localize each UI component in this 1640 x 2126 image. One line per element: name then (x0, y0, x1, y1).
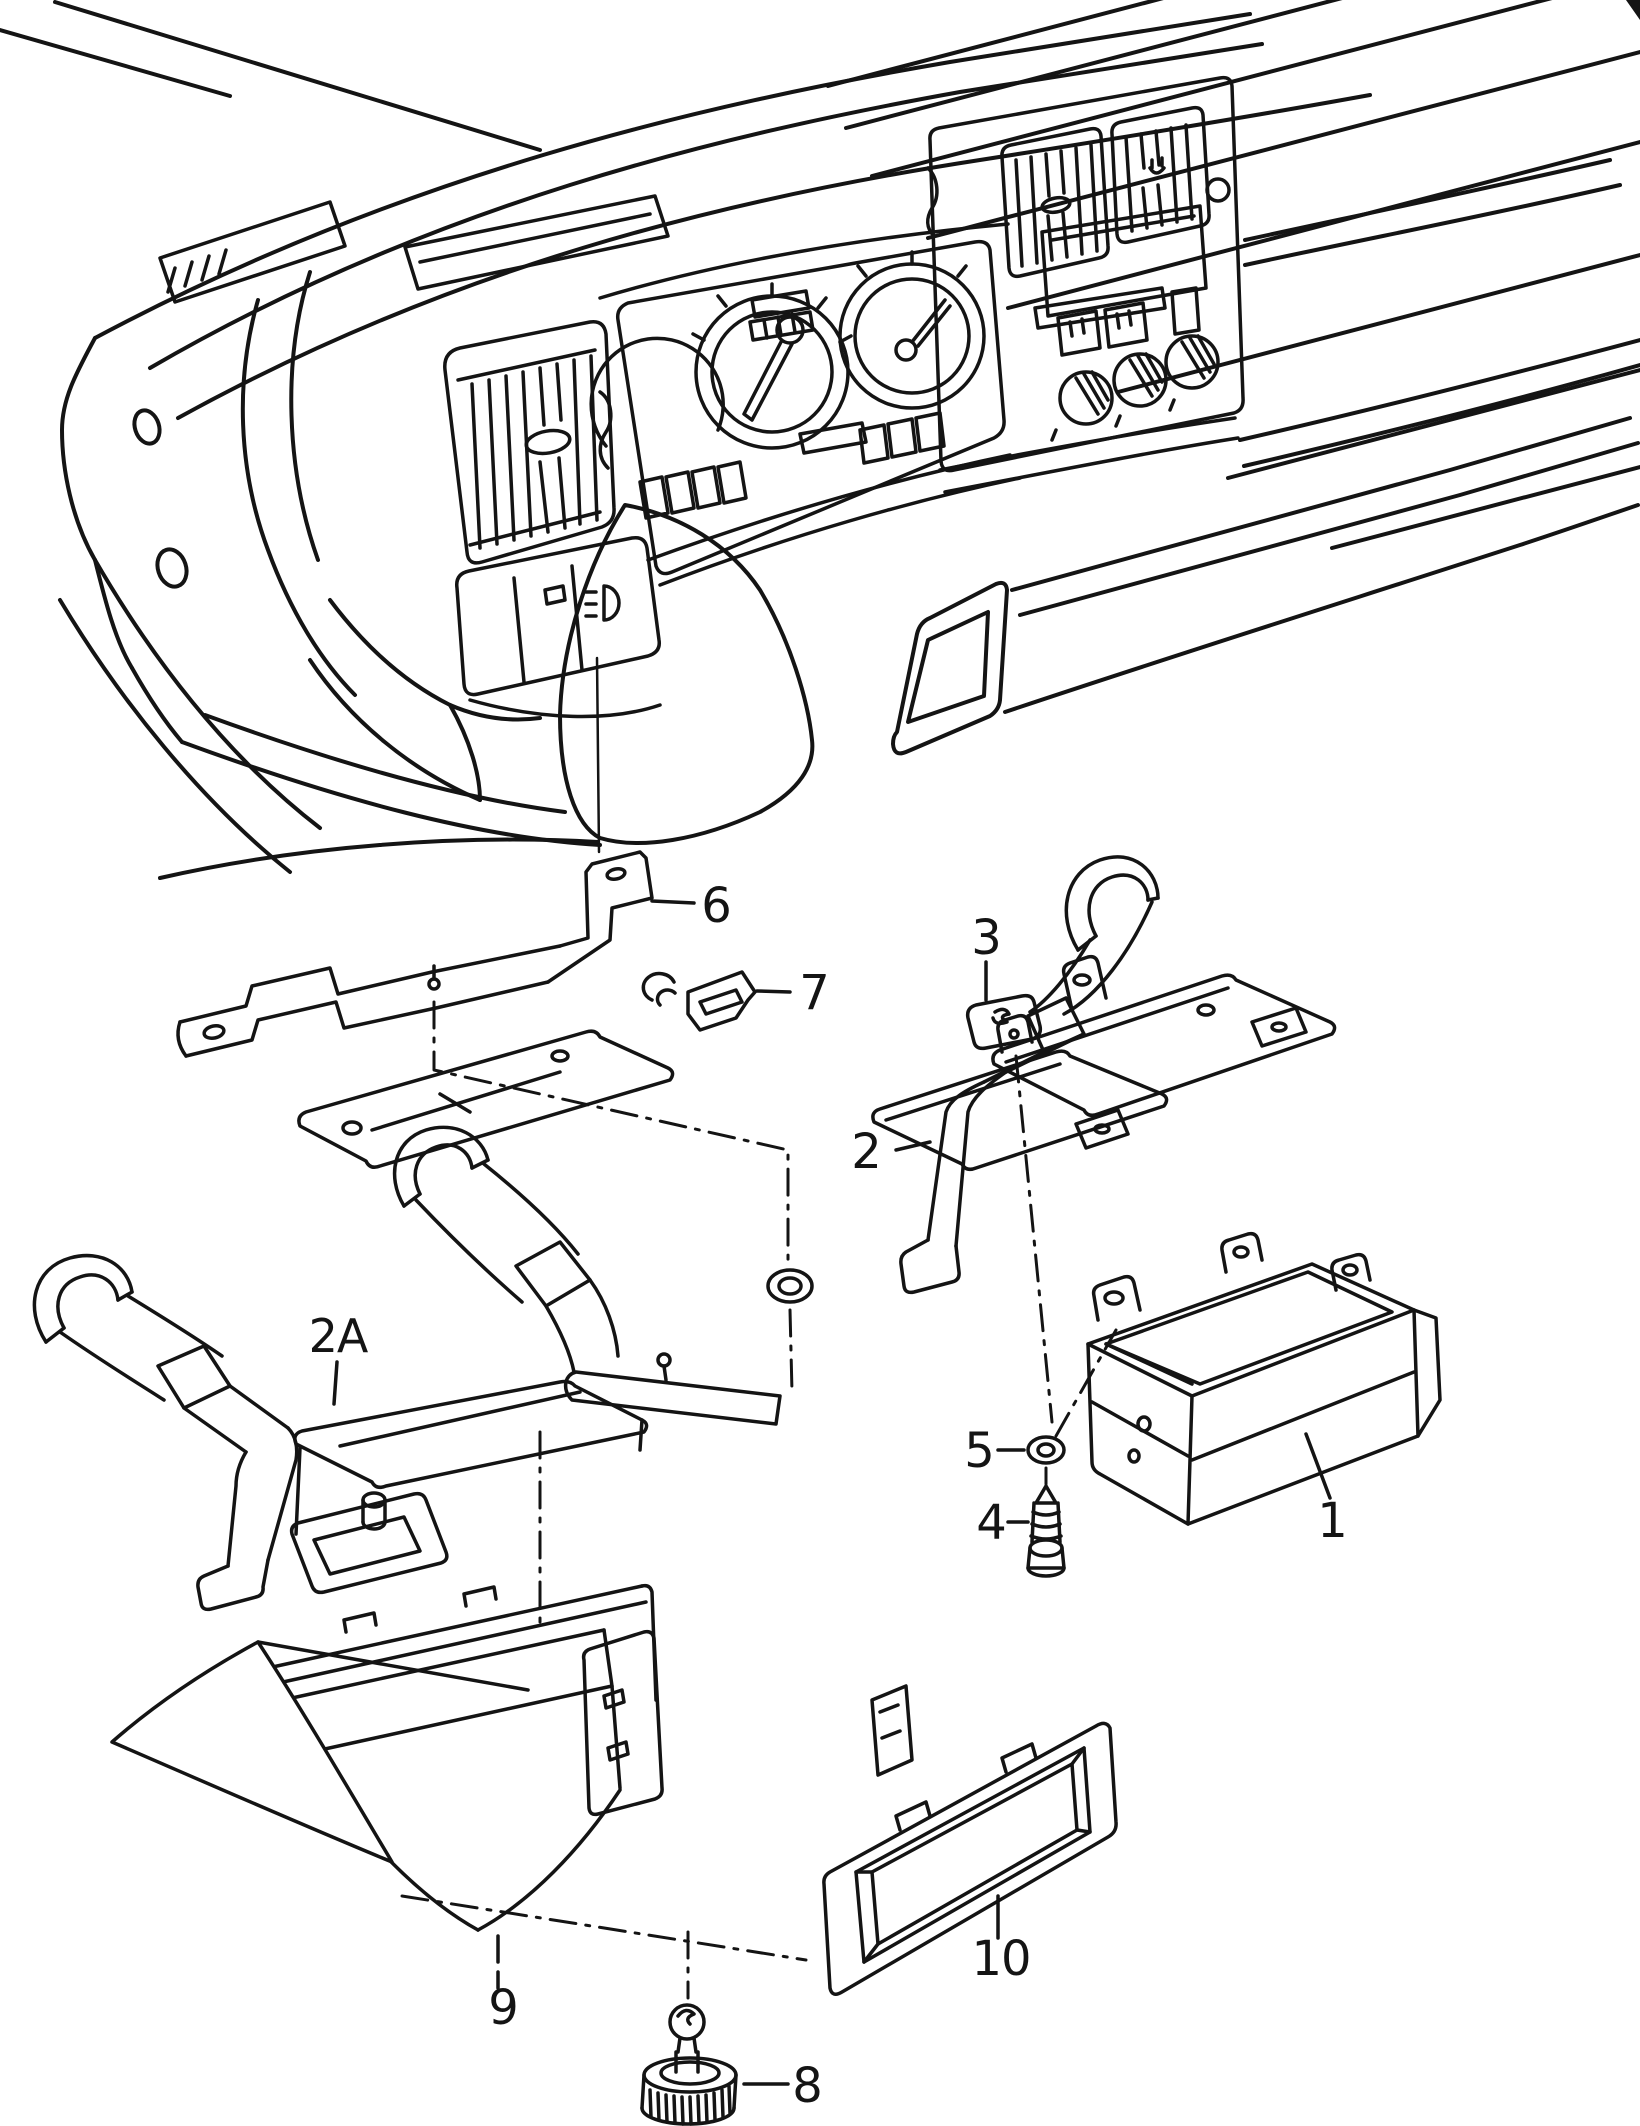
switch-panel (455, 535, 662, 719)
dashboard-drawing (0, 0, 1640, 880)
callout-leaders (332, 899, 1332, 2086)
callout-3: 3 (971, 910, 1002, 966)
callout-6: 6 (701, 878, 732, 934)
part-2A-support-fork (32, 1253, 299, 1612)
callout-1: 1 (1317, 1493, 1348, 1549)
callout-9: 9 (488, 1980, 519, 2036)
dashboard-right-section (1003, 158, 1640, 714)
callout-5: 5 (964, 1423, 995, 1479)
part-5-washer (1026, 1435, 1066, 1465)
windshield-cowl-lines (0, 0, 1640, 550)
grommet-ring (766, 1268, 814, 1304)
callout-2A: 2A (308, 1309, 369, 1363)
callout-2: 2 (851, 1124, 882, 1180)
part-4-screw (1026, 1484, 1066, 1578)
callout-8: 8 (792, 2058, 823, 2114)
steering-column (308, 598, 542, 802)
callout-10: 10 (971, 1931, 1031, 1987)
part-9-storage-tray (110, 1583, 664, 1932)
glovebox (558, 503, 1009, 845)
left-air-vent (443, 320, 616, 565)
center-stack (926, 75, 1245, 494)
part-8-knob-and-bulb (640, 2003, 738, 2126)
alignment-axis-lines (400, 1000, 1118, 2000)
central-mounting-assembly (289, 1029, 782, 1595)
part-1-housing-box (1086, 1231, 1442, 1526)
part-10-trim-bezel (822, 1721, 1118, 1996)
part-6-bracket-strip (176, 850, 654, 1058)
bezel-side-bracket (870, 1684, 914, 1777)
instrument-cluster (589, 222, 1022, 587)
page-corner-mark (1626, 0, 1640, 20)
part-7-clip (641, 970, 757, 1032)
callout-7: 7 (799, 965, 830, 1021)
locating-line-dash-to-bracket6 (595, 656, 601, 854)
dashboard-left-end (58, 270, 602, 880)
callout-4: 4 (976, 1495, 1007, 1551)
dashboard-top-edges (93, 12, 1372, 420)
defroster-vents (158, 194, 670, 304)
part-2-mounting-plates (871, 954, 1337, 1172)
